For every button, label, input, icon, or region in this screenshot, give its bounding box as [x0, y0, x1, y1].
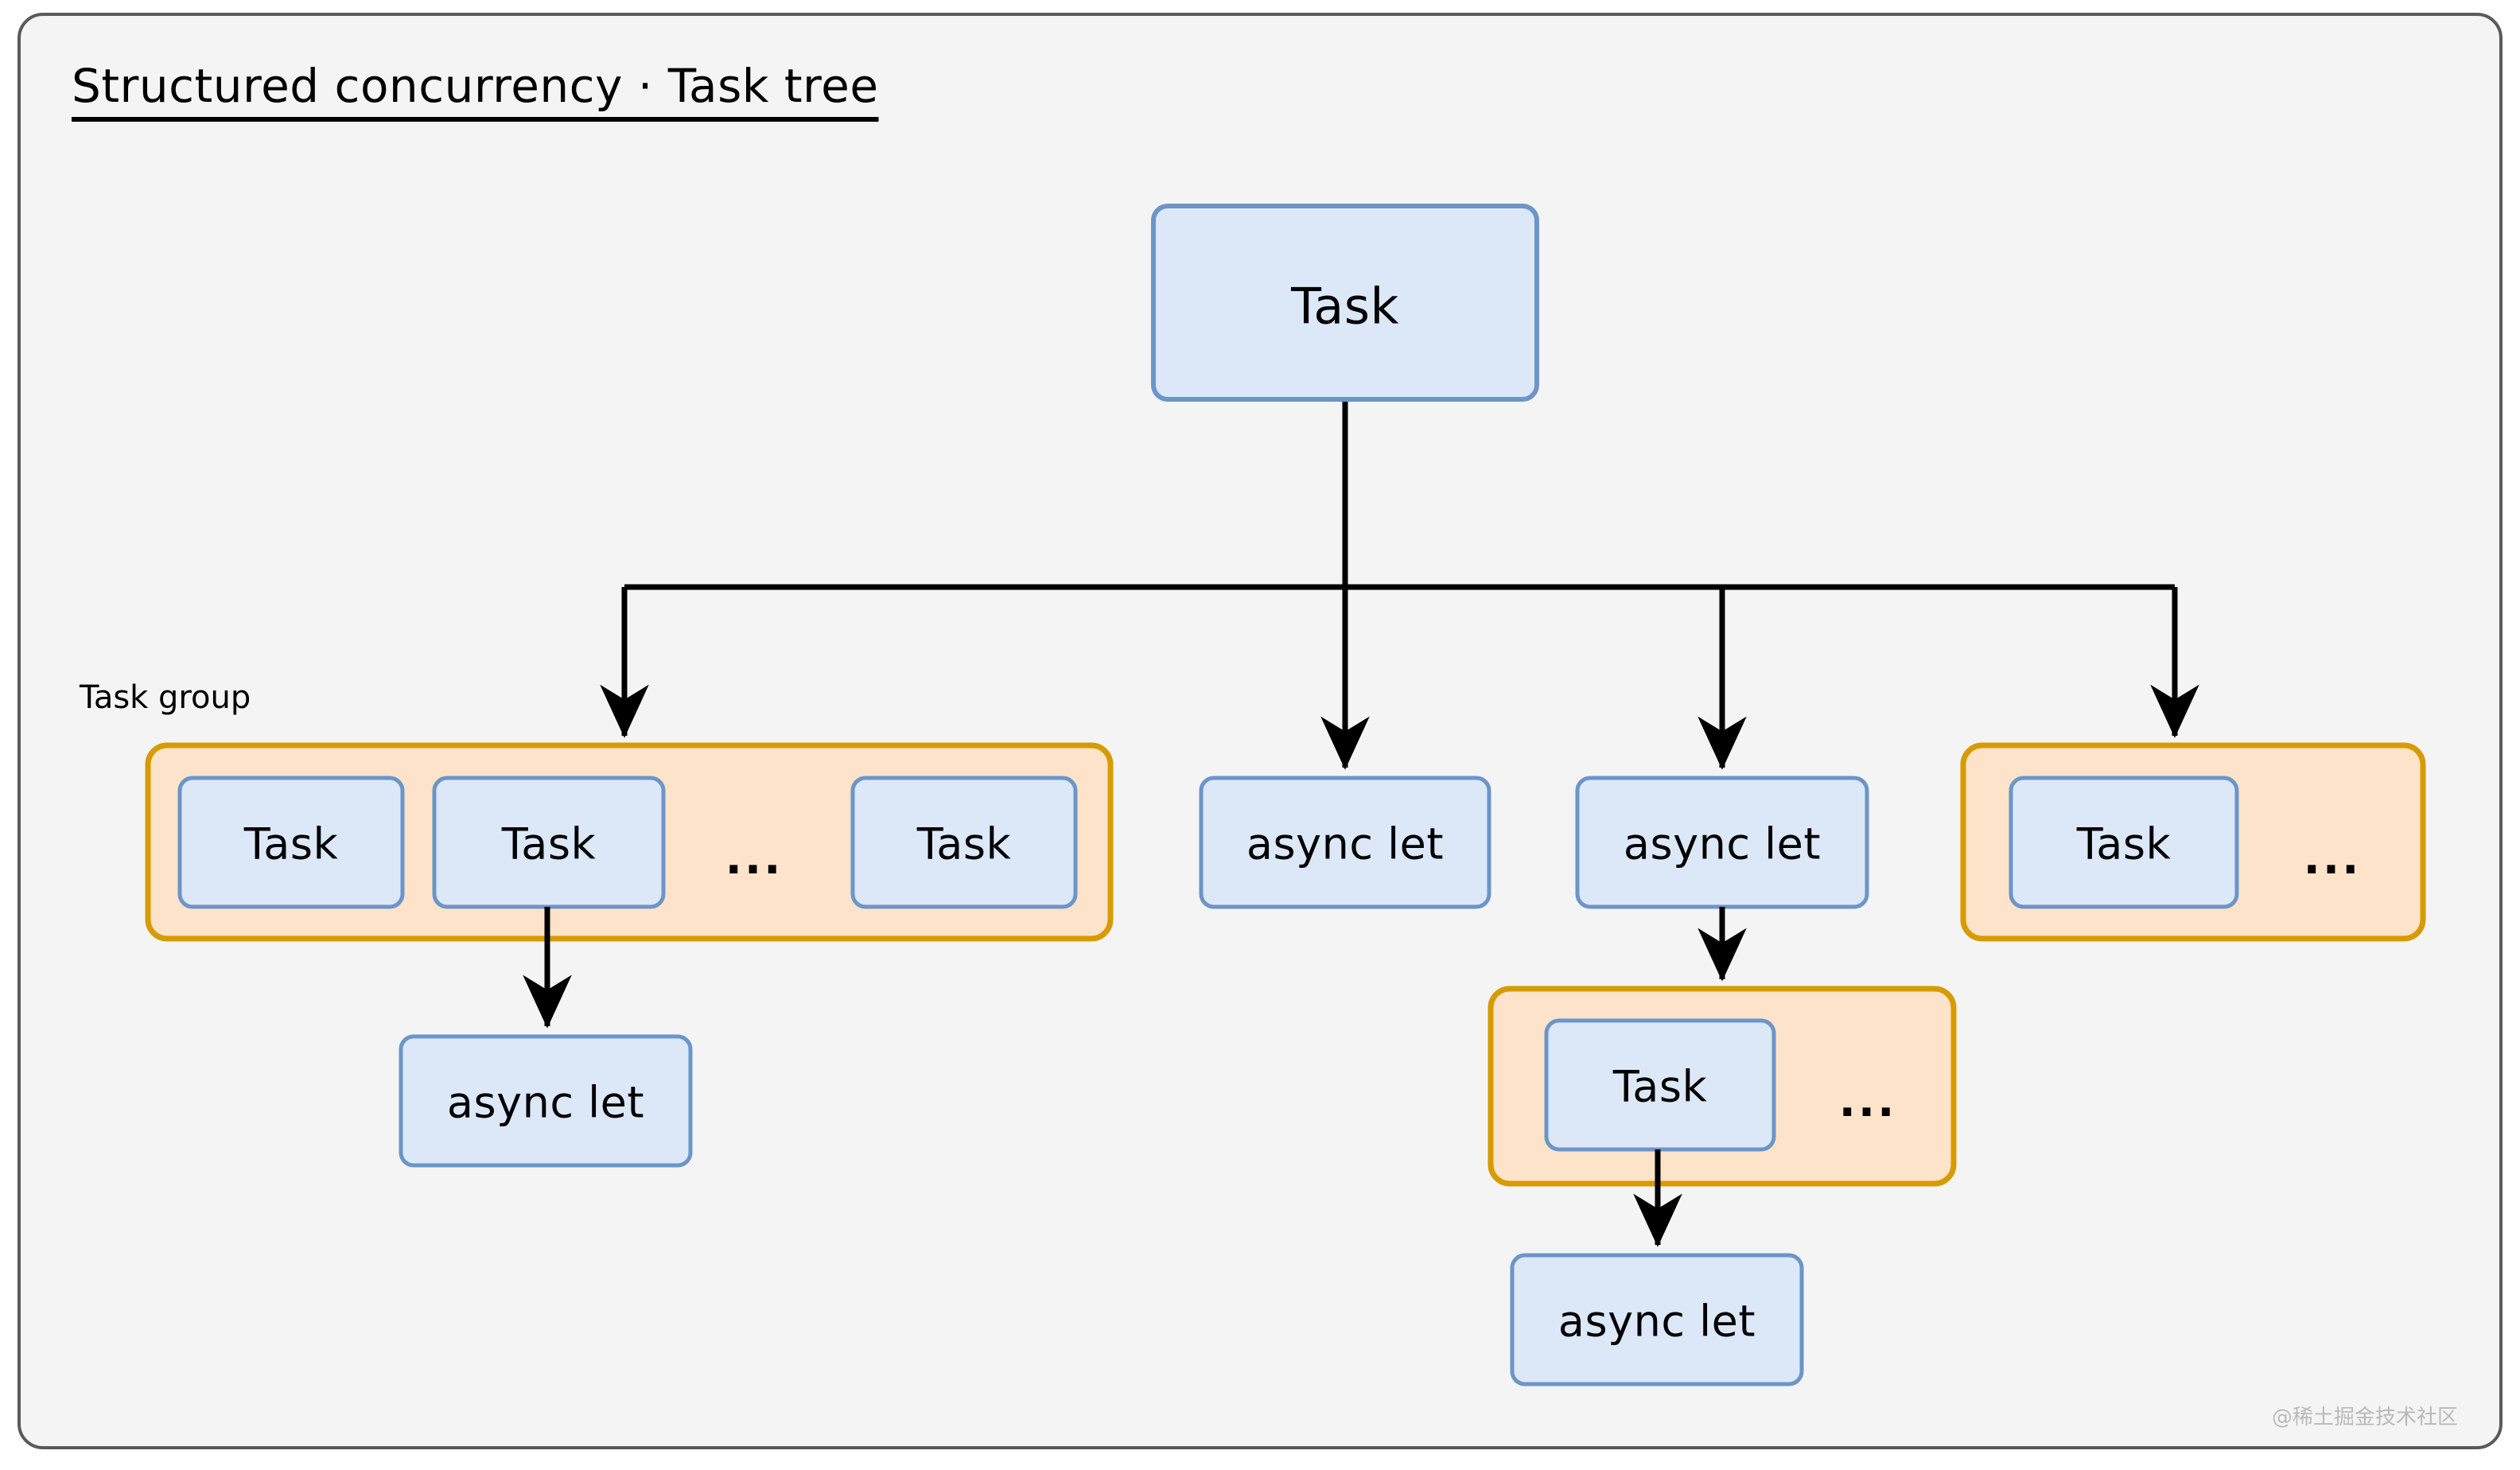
node-async-let-mid-2[interactable]: async let	[1575, 776, 1869, 909]
task-group-label: Task group	[79, 679, 251, 716]
node-label: Task	[916, 819, 1012, 869]
ellipsis-group-right: ...	[2304, 833, 2362, 885]
node-label: async let	[1246, 819, 1444, 869]
node-async-let-left-child[interactable]: async let	[399, 1034, 693, 1168]
edge-layer	[600, 399, 2199, 770]
node-label: async let	[1624, 819, 1821, 869]
node-box[interactable]	[850, 776, 1078, 909]
node-async-let-mid-1[interactable]: async let	[1199, 776, 1491, 909]
node-box[interactable]	[2009, 776, 2239, 909]
node-group-left-task-2[interactable]: Task	[432, 776, 666, 909]
node-group-lower-task-1[interactable]: Task	[1544, 1018, 1776, 1152]
node-group-left-task-1[interactable]: Task	[177, 776, 405, 909]
ellipsis-group-lower: ...	[1839, 1075, 1897, 1127]
node-label: Task	[2076, 819, 2172, 869]
node-label: Task	[501, 819, 597, 869]
node-async-let-bottom[interactable]: async let	[1510, 1253, 1804, 1386]
node-box[interactable]	[1151, 204, 1539, 402]
node-label: Task	[1612, 1062, 1708, 1112]
watermark: @稀土掘金技术社区	[2272, 1406, 2458, 1429]
node-group-right-task-1[interactable]: Task	[2009, 776, 2239, 909]
node-box[interactable]	[1199, 776, 1491, 909]
node-box[interactable]	[1510, 1253, 1804, 1386]
node-group-left-task-3[interactable]: Task	[850, 776, 1078, 909]
node-label: Task	[1290, 278, 1399, 336]
page-title: Structured concurrency · Task tree	[72, 59, 879, 113]
node-label: async let	[447, 1078, 644, 1128]
node-label: Task	[243, 819, 339, 869]
ellipsis-group-left: ...	[725, 833, 784, 885]
node-box[interactable]	[177, 776, 405, 909]
node-label: async let	[1558, 1297, 1756, 1347]
node-root-task[interactable]: Task	[1151, 204, 1539, 402]
node-box[interactable]	[399, 1034, 693, 1168]
